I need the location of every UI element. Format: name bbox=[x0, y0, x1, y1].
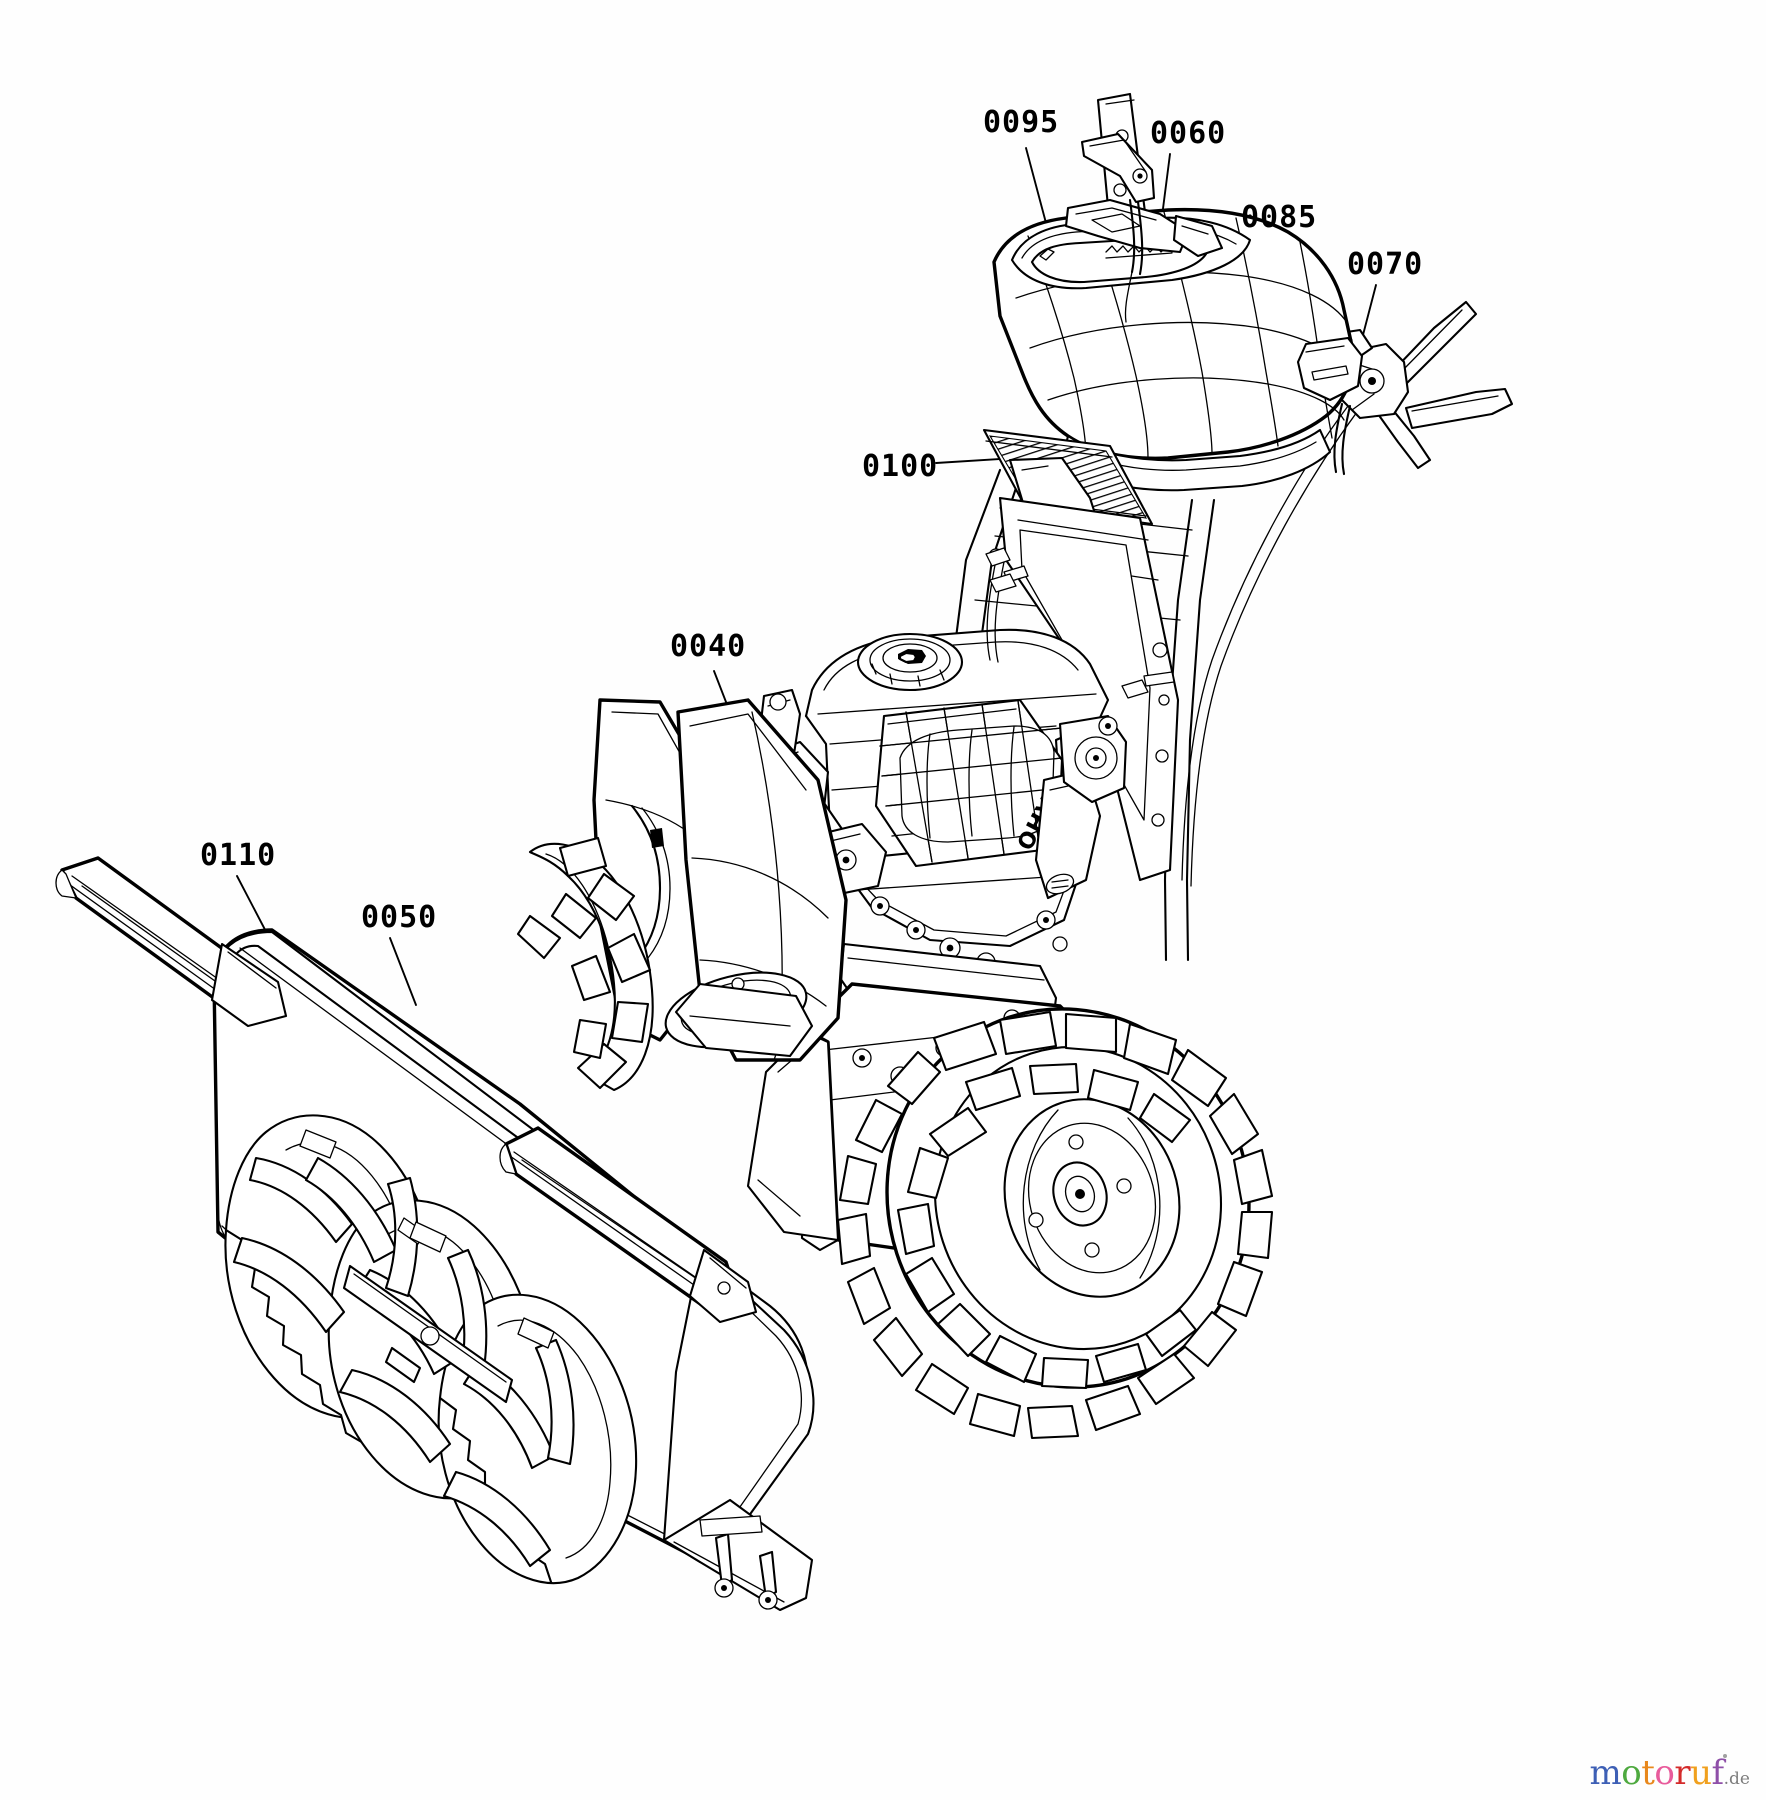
tire-tread bbox=[836, 1010, 1274, 1440]
rear-wheel-assembly bbox=[836, 1007, 1274, 1440]
watermark-letter-o2: o bbox=[1654, 1753, 1675, 1793]
auger-center-shaft bbox=[342, 1217, 514, 1404]
watermark-letter-u: u bbox=[1690, 1753, 1712, 1793]
watermark-tld: .de bbox=[1723, 1769, 1750, 1789]
callout-label-0110[interactable]: 0110 bbox=[200, 838, 277, 873]
chute-control-lever bbox=[1064, 92, 1224, 323]
watermark-letter-r: r bbox=[1674, 1753, 1691, 1793]
auger-mount-tabs bbox=[299, 1129, 555, 1349]
motoruf-watermark: motoruf.de bbox=[1589, 1753, 1750, 1793]
callout-label-0040[interactable]: 0040 bbox=[670, 629, 747, 664]
auger-housing bbox=[55, 856, 815, 1612]
chute-deflector-crank-housing bbox=[55, 856, 288, 1028]
front-left-tire bbox=[516, 836, 654, 1092]
callout-label-0100[interactable]: 0100 bbox=[862, 449, 939, 484]
callout-label-0095[interactable]: 0095 bbox=[983, 105, 1060, 140]
skid-shoe-bolts bbox=[714, 1532, 778, 1610]
watermark-letter-t: t bbox=[1641, 1753, 1655, 1793]
watermark-letter-f: f bbox=[1711, 1753, 1727, 1793]
callout-label-0060[interactable]: 0060 bbox=[1150, 116, 1227, 151]
watermark-letter-m: m bbox=[1589, 1753, 1622, 1793]
callout-label-0085[interactable]: 0085 bbox=[1241, 200, 1318, 235]
auger-spiral-assembly bbox=[224, 1114, 638, 1585]
watermark-letter-o1: o bbox=[1621, 1753, 1642, 1793]
chassis-hardware bbox=[985, 547, 1175, 952]
callout-label-0070[interactable]: 0070 bbox=[1347, 247, 1424, 282]
auger-drive-rod bbox=[499, 1126, 758, 1324]
callout-label-0050[interactable]: 0050 bbox=[361, 900, 438, 935]
